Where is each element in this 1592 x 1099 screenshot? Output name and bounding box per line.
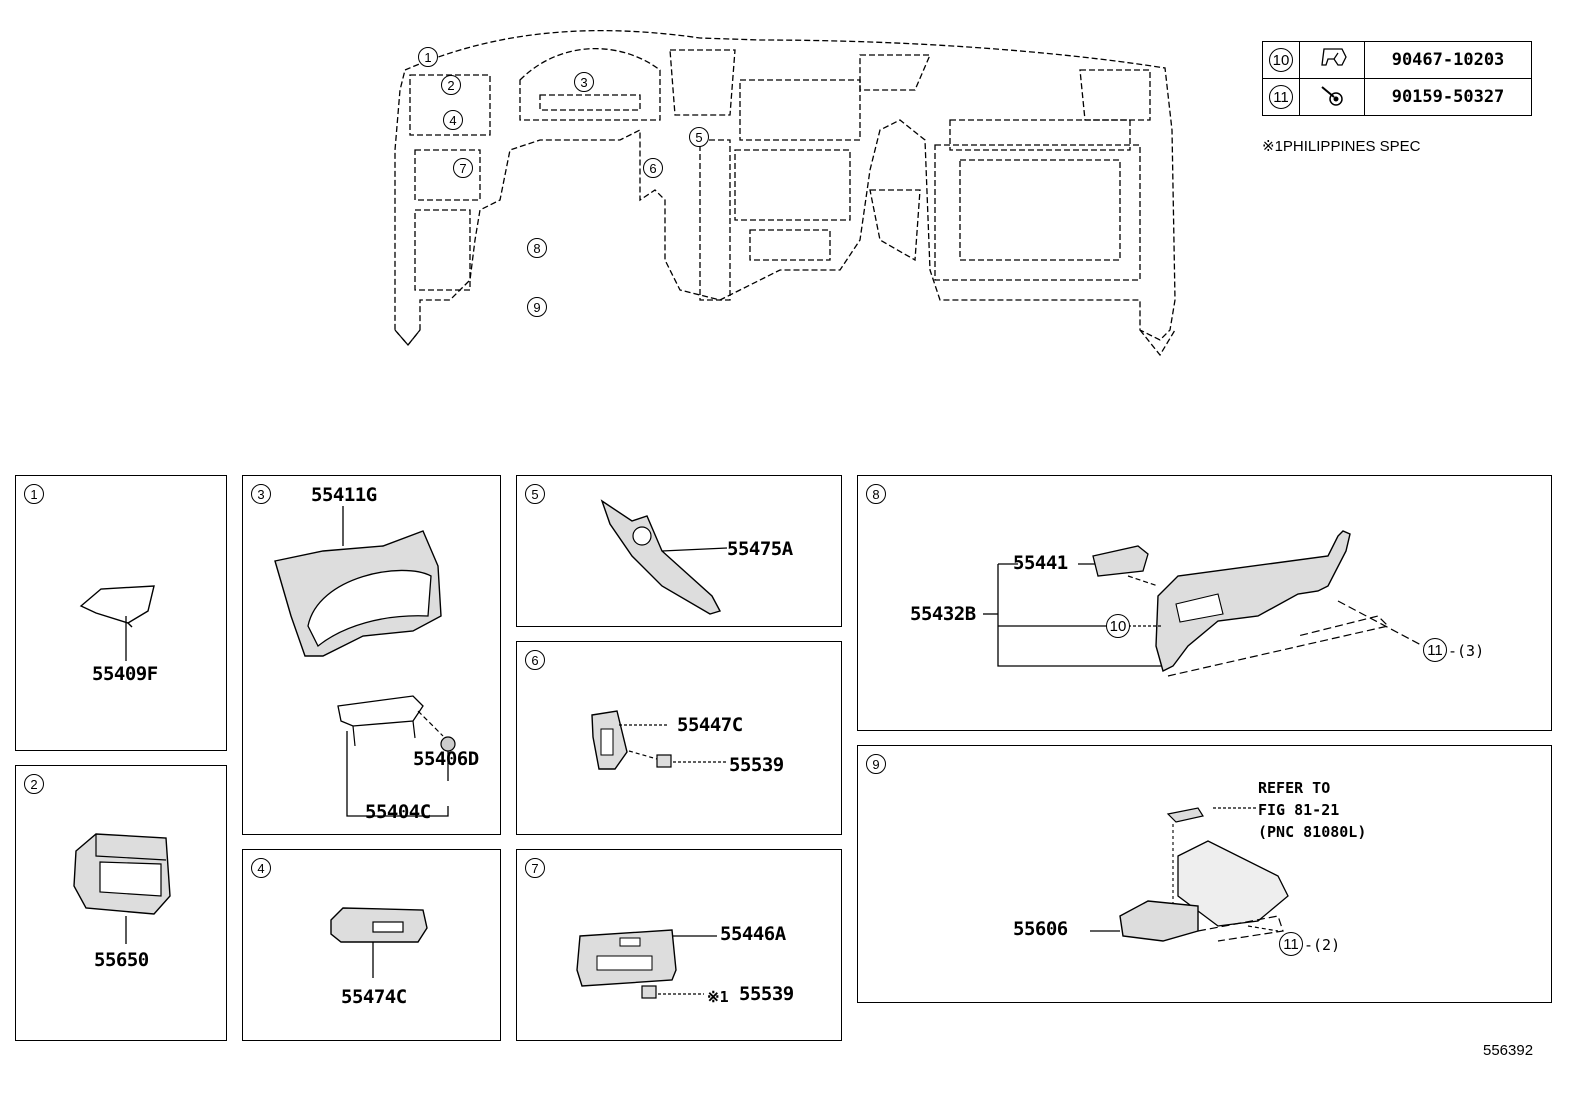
- fastener-legend: 10 90467-10203 11 90159-50327: [1262, 41, 1532, 116]
- panel-index: 4: [251, 858, 271, 878]
- part-number-55406D[interactable]: 55406D: [413, 748, 479, 770]
- ref-11-callout[interactable]: 11: [1279, 932, 1303, 956]
- panel-6: 6 55447C 55539: [516, 641, 842, 835]
- callout-5[interactable]: 5: [689, 127, 709, 147]
- callout-7[interactable]: 7: [453, 158, 473, 178]
- quantity-label: -(3): [1448, 642, 1485, 660]
- ref-11-callout[interactable]: 11: [1423, 638, 1447, 662]
- legend-ref-11: 11: [1269, 85, 1293, 109]
- part-number-55650[interactable]: 55650: [94, 949, 149, 971]
- panel-7: 7 55446A ※1 55539: [516, 849, 842, 1041]
- part-drawing-55606: [1090, 807, 1289, 942]
- panel-1: 1 55409F: [15, 475, 227, 751]
- part-number-55447C[interactable]: 55447C: [677, 714, 743, 736]
- panel-3: 3 55411G 55406D 55404C: [242, 475, 501, 835]
- part-number-55475A[interactable]: 55475A: [727, 538, 793, 560]
- part-drawing-55650: [73, 833, 171, 915]
- illustration-code: 556392: [1483, 1042, 1534, 1059]
- panel-index: 9: [866, 754, 886, 774]
- refer-line-1: REFER TO: [1258, 779, 1331, 797]
- note-symbol: ※1: [1262, 138, 1283, 155]
- note-symbol: ※1: [707, 988, 729, 1006]
- panel-index: 3: [251, 484, 271, 504]
- panel-9: 9 REFER TO FIG 81-21 (PNC 81080L) 55606 …: [857, 745, 1552, 1003]
- part-drawing-55447C: [591, 710, 727, 770]
- part-number-55539-spec[interactable]: 55539: [739, 983, 794, 1005]
- part-number-55539[interactable]: 55539: [729, 754, 784, 776]
- callout-6[interactable]: 6: [643, 158, 663, 178]
- part-number-55409F[interactable]: 55409F: [92, 663, 158, 685]
- panel-2: 2 55650: [15, 765, 227, 1041]
- panel-4: 4 55474C: [242, 849, 501, 1041]
- callout-4[interactable]: 4: [443, 110, 463, 130]
- panel-5: 5 55475A: [516, 475, 842, 627]
- quantity-label: -(2): [1304, 936, 1341, 954]
- callout-1[interactable]: 1: [418, 47, 438, 67]
- callout-9[interactable]: 9: [527, 297, 547, 317]
- panel-index: 6: [525, 650, 545, 670]
- panel-index: 8: [866, 484, 886, 504]
- note-text: PHILIPPINES SPEC: [1282, 138, 1421, 155]
- clip-icon: [1321, 48, 1347, 66]
- refer-line-2[interactable]: FIG 81-21: [1258, 801, 1340, 819]
- spec-note: ※1PHILIPPINES SPEC: [1262, 137, 1420, 155]
- legend-row: 11 90159-50327: [1262, 78, 1532, 116]
- part-number-55404C[interactable]: 55404C: [365, 801, 431, 823]
- part-number-55446A[interactable]: 55446A: [720, 923, 786, 945]
- part-number-55411G[interactable]: 55411G: [311, 484, 377, 506]
- callout-3[interactable]: 3: [574, 72, 594, 92]
- part-drawing-55475A: [600, 499, 728, 615]
- part-number-55606[interactable]: 55606: [1013, 918, 1068, 940]
- callout-2[interactable]: 2: [441, 75, 461, 95]
- part-number-55432B[interactable]: 55432B: [910, 603, 976, 625]
- part-drawing-55411G: [274, 506, 456, 817]
- panel-8: 8 55441 55432B 10 11 -(3): [857, 475, 1552, 731]
- legend-part-90467-10203: 90467-10203: [1364, 41, 1532, 79]
- part-number-55474C[interactable]: 55474C: [341, 986, 407, 1008]
- legend-row: 10 90467-10203: [1262, 41, 1532, 79]
- part-drawing-55432B: [983, 530, 1424, 677]
- legend-part-90159-50327: 90159-50327: [1364, 78, 1532, 116]
- bolt-icon: [1321, 86, 1343, 106]
- ref-10-callout[interactable]: 10: [1106, 614, 1130, 638]
- part-drawing-55474C: [330, 907, 428, 978]
- panel-index: 1: [24, 484, 44, 504]
- panel-index: 5: [525, 484, 545, 504]
- callout-8[interactable]: 8: [527, 238, 547, 258]
- part-number-55441[interactable]: 55441: [1013, 552, 1068, 574]
- refer-line-3: (PNC 81080L): [1258, 823, 1367, 841]
- legend-ref-10: 10: [1269, 48, 1293, 72]
- panel-index: 7: [525, 858, 545, 878]
- part-drawing-55446A: [576, 929, 717, 999]
- part-drawing-55409F: [79, 585, 155, 628]
- panel-index: 2: [24, 774, 44, 794]
